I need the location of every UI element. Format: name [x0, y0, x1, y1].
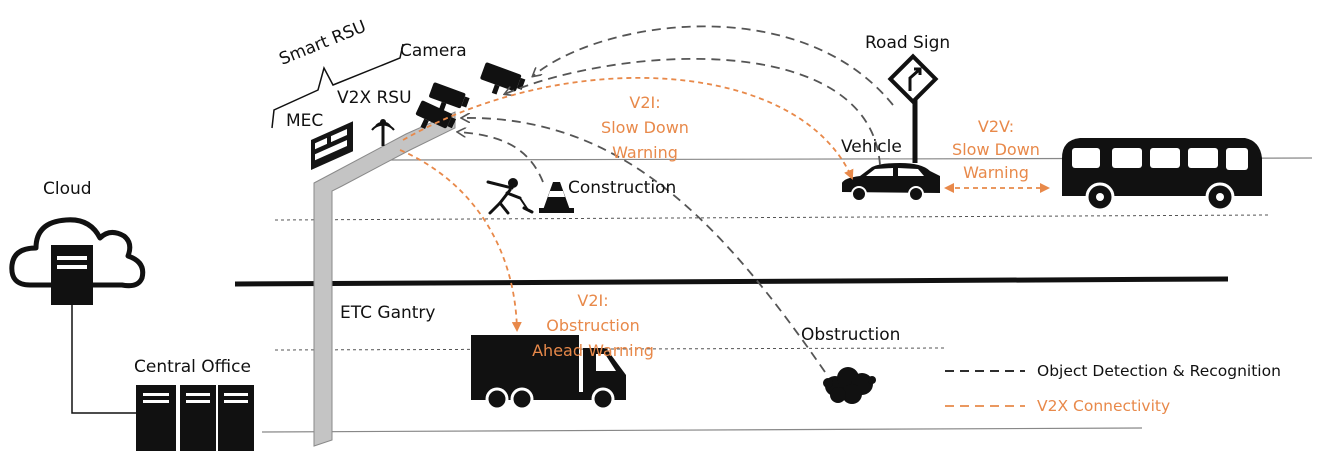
vehicle-label: Vehicle [841, 137, 902, 157]
v2i-arc-truck [399, 149, 522, 332]
traffic-cone-icon [539, 182, 574, 213]
cloud-label: Cloud [43, 179, 92, 199]
mec-server-icon [311, 121, 353, 170]
v2v-slow-line-1: V2V: [978, 117, 1014, 136]
construction-label: Construction [568, 178, 676, 198]
v2v-slow-line-2: Slow Down [952, 140, 1040, 159]
construction-worker-icon [486, 178, 534, 215]
road-median [234, 276, 1229, 287]
obstruction-label: Obstruction [801, 325, 900, 345]
road-sign-icon [887, 53, 939, 163]
v2x-rsu-label: V2X RSU [337, 88, 412, 108]
v2i-slow-line-2: Slow Down [601, 118, 689, 137]
v2v-slow-down-label: V2V: Slow Down Warning [952, 117, 1040, 182]
smart-rsu-label: Smart RSU [276, 17, 369, 70]
smart-rsu-bracket [271, 43, 404, 129]
v2x-arcs [399, 77, 1050, 332]
lane-divider-top [274, 214, 1271, 221]
truck-icon [471, 335, 626, 411]
lane-divider-bottom [274, 347, 946, 351]
detection-arcs [458, 25, 894, 373]
v2i-slow-line-3: Warning [612, 143, 678, 162]
v2v-slow-line-3: Warning [963, 163, 1029, 182]
mec-label: MEC [286, 111, 323, 131]
bus-icon [1062, 138, 1262, 212]
central-office-label: Central Office [134, 357, 251, 377]
camera-icon [415, 100, 457, 129]
etc-gantry-label: ETC Gantry [340, 303, 435, 323]
v2x-antenna-icon [371, 119, 395, 146]
detection-arc-obstruction [462, 118, 826, 373]
central-office-servers-icon [136, 385, 254, 451]
cloud-office-link [71, 305, 136, 414]
v2i-slow-down-label: V2I: Slow Down Warning [601, 93, 689, 162]
detection-arc-vehicle [505, 58, 881, 166]
v2i-slow-line-1: V2I: [629, 93, 660, 112]
v2i-obstruction-line-3: Ahead Warning [532, 341, 654, 360]
v2i-obstruction-line-1: V2I: [577, 291, 608, 310]
legend-detection-label: Object Detection & Recognition [1037, 362, 1281, 380]
camera-label: Camera [400, 41, 467, 61]
v2i-obstruction-label: V2I: Obstruction Ahead Warning [532, 291, 654, 360]
camera-icon [480, 62, 526, 95]
road-edge-bottom [261, 427, 1143, 433]
legend-v2x-label: V2X Connectivity [1037, 397, 1170, 415]
cloud-icon [9, 217, 146, 305]
road-lines [234, 157, 1313, 433]
v2i-arc-vehicle [402, 77, 854, 180]
road-sign-label: Road Sign [865, 33, 950, 53]
detection-arc-road-sign [533, 25, 894, 106]
detection-arc-construction [458, 132, 544, 183]
vehicle-car-icon [842, 163, 940, 202]
legend: Object Detection & Recognition V2X Conne… [945, 362, 1281, 415]
v2i-obstruction-line-2: Obstruction [546, 316, 640, 335]
obstruction-icon [823, 367, 876, 404]
etc-gantry [313, 111, 456, 447]
